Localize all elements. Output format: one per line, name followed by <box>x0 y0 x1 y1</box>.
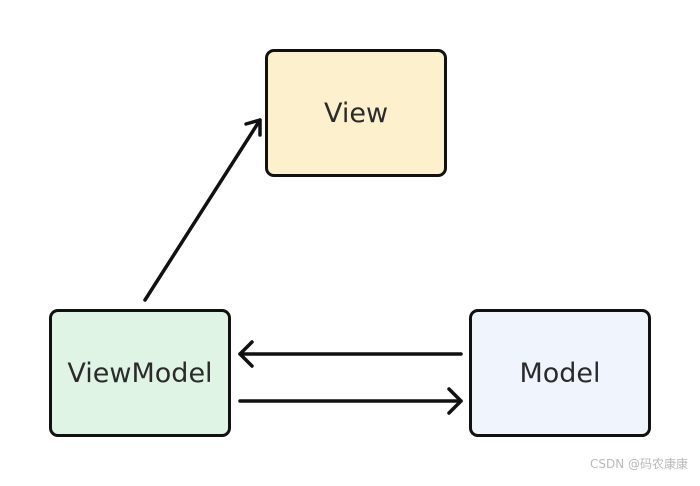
arrow-viewmodel-to-model <box>238 387 463 415</box>
view-node-label: View <box>323 97 389 129</box>
model-node: Model <box>469 309 651 437</box>
arrow-model-to-viewmodel <box>238 340 463 368</box>
model-node-label: Model <box>519 357 601 389</box>
arrow-viewmodel-to-view <box>143 118 262 302</box>
view-node: View <box>265 49 447 177</box>
viewmodel-node: ViewModel <box>49 309 231 437</box>
viewmodel-node-label: ViewModel <box>67 357 213 389</box>
watermark-text: CSDN @码农康康 <box>589 457 688 471</box>
